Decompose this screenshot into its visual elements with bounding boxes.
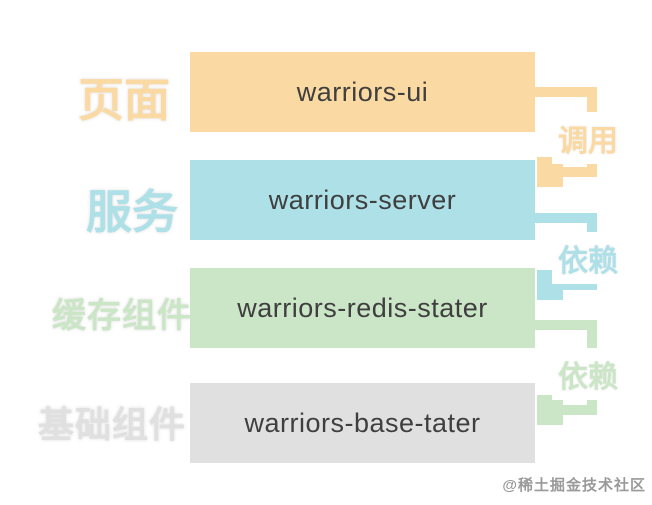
box-warriors-server: warriors-server (190, 160, 535, 240)
connector-depend1-segment (558, 280, 590, 290)
layer-label-service: 服务 (86, 186, 178, 238)
connector-call-arrow-icon (537, 157, 563, 187)
connector-depend1-label: 依赖 (552, 232, 624, 284)
connector-call-label: 调用 (552, 112, 624, 164)
layer-label-page: 页面 (78, 74, 170, 126)
box-warriors-ui: warriors-ui (190, 52, 535, 132)
box-warriors-base-tater: warriors-base-tater (190, 383, 535, 463)
layer-label-cache: 缓存组件 (52, 297, 192, 335)
connector-depend2-label: 依赖 (552, 348, 624, 400)
box-warriors-redis-stater-text: warriors-redis-stater (237, 292, 488, 323)
box-warriors-server-text: warriors-server (268, 184, 457, 215)
connector-call-segment (558, 167, 590, 177)
box-warriors-ui-text: warriors-ui (296, 76, 429, 107)
layer-label-base: 基础组件 (38, 404, 187, 445)
box-warriors-redis-stater: warriors-redis-stater (190, 268, 535, 348)
box-warriors-base-tater-text: warriors-base-tater (244, 407, 481, 438)
connector-depend2-segment (558, 405, 590, 415)
watermark: @稀土掘金技术社区 (502, 477, 646, 494)
